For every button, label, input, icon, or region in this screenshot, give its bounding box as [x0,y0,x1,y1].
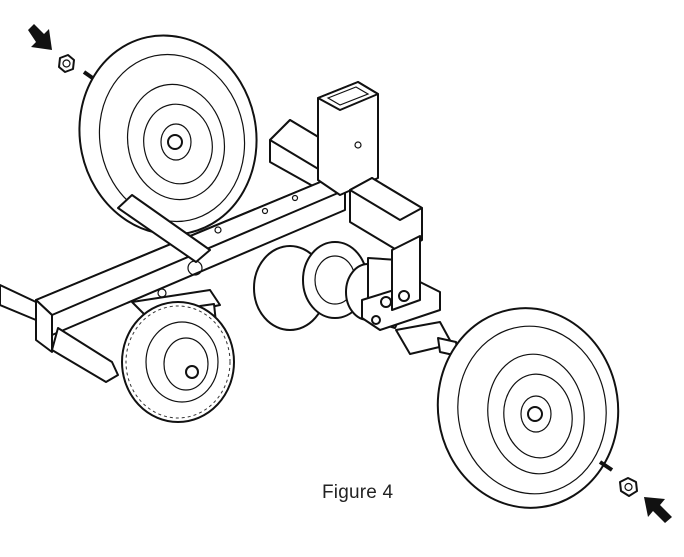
right-axle-mount [361,235,441,331]
wheel-nut-bottom-right [619,477,638,497]
wheel-bottom-right [436,307,620,509]
right-axle-shaft [395,321,459,357]
figure-caption: Figure 4 [322,482,394,503]
left-axle-tube [0,284,119,383]
spacer-washer-bottom-right [598,460,614,472]
diagonal-strut [117,194,211,263]
vertical-post [317,81,379,196]
cross-tube-right [349,177,423,253]
wheel-top-left [78,34,258,236]
arrow-pointing-down-right-icon [28,24,52,50]
arrow-pointing-up-left-icon [644,497,672,523]
caster-wheel [121,301,235,423]
wheel-nut-top-left [58,54,75,73]
